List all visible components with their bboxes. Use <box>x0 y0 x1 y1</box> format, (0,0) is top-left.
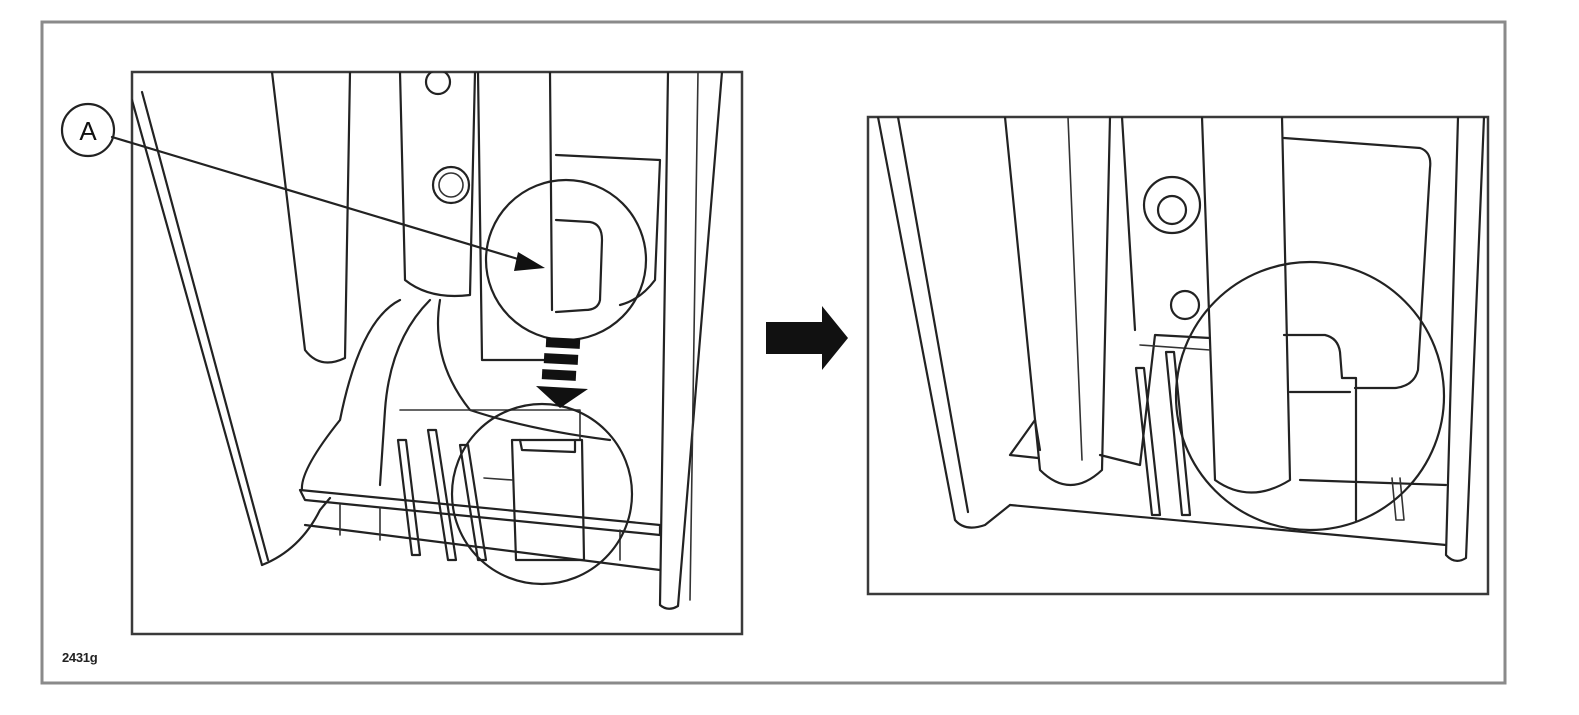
slat-2-r <box>1164 350 1192 517</box>
slat-2 <box>426 428 458 562</box>
left-panel: A <box>60 70 744 636</box>
tube-center <box>398 72 477 298</box>
callout-a-arrowhead <box>514 252 545 271</box>
right-arrow-icon <box>766 306 848 370</box>
latch-top-outline <box>554 218 604 314</box>
slat-1 <box>396 438 422 557</box>
round-boss <box>431 165 471 205</box>
highlight-circle-lower <box>450 402 634 586</box>
right-panel-border <box>866 115 1490 596</box>
callout-a-leader <box>110 135 530 264</box>
round-boss-r <box>1142 175 1202 235</box>
callout-a: A <box>60 102 545 271</box>
housing-left-edge <box>132 98 264 567</box>
right-panel <box>866 115 1490 596</box>
tray <box>298 488 662 537</box>
housing-left-edge-r <box>876 117 1012 529</box>
right-rail <box>658 72 724 610</box>
latch-r <box>1282 333 1358 522</box>
dashed-down-arrow-icon <box>536 337 588 408</box>
left-panel-border <box>130 70 744 636</box>
figure-code: 2431g <box>62 650 98 665</box>
cable <box>300 298 402 492</box>
tray-r <box>1008 503 1448 547</box>
bracket-r <box>1282 136 1432 390</box>
right-rail-r <box>1444 117 1486 562</box>
tube-left-r <box>1003 117 1112 486</box>
latch-block <box>510 438 586 562</box>
tube-left <box>270 72 352 364</box>
slat-1-r <box>1134 366 1162 517</box>
highlight-circle-r <box>1174 260 1446 532</box>
callout-a-circle <box>60 102 116 158</box>
callout-a-label: A <box>79 116 97 146</box>
tube-center-r <box>1200 117 1292 494</box>
